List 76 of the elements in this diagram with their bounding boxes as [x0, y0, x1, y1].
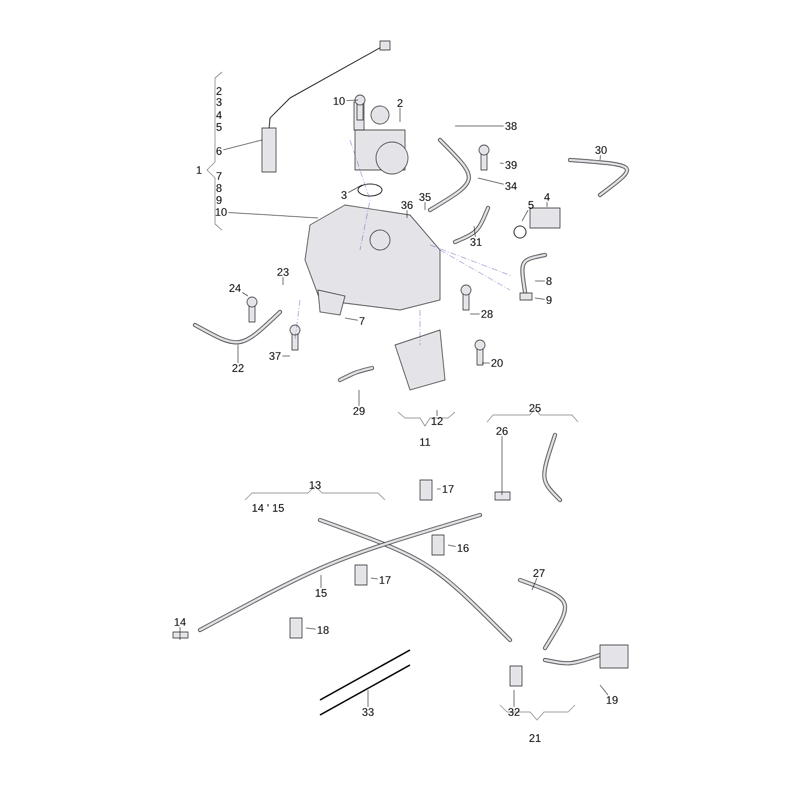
callout-number: 21 [529, 734, 541, 742]
callout-number: 23 [277, 268, 289, 276]
leader-line [242, 292, 248, 296]
leader-line [600, 154, 601, 160]
callout-number: 17 [442, 485, 454, 493]
leader-line [436, 410, 438, 416]
callout-number: 39 [505, 161, 517, 169]
leader-line [534, 298, 545, 300]
callout-number: 8 [546, 277, 552, 285]
leader-line [500, 162, 504, 164]
leader-line [344, 318, 358, 320]
callout-number: 26 [496, 427, 508, 435]
callout-number: 3 [216, 98, 222, 106]
leader-line [534, 280, 545, 282]
leader-line [532, 578, 538, 590]
callout-number: 20 [491, 359, 503, 367]
leader-line [346, 100, 358, 101]
leader-line [320, 574, 322, 588]
callout-number: 15 [316, 589, 327, 597]
leader-line [223, 140, 262, 150]
callout-number: 7 [216, 172, 222, 180]
leader-line [282, 276, 284, 286]
callout-number: 14 ' 15 [252, 504, 284, 512]
callout-number: 31 [470, 238, 482, 246]
callout-number: 24 [229, 284, 241, 292]
callout-number: 18 [318, 626, 329, 634]
leader-line [478, 178, 504, 184]
callout-number: 11 [420, 438, 430, 446]
callout-number: 16 [458, 544, 469, 552]
callout-number: 25 [529, 404, 541, 412]
callout-number: 35 [419, 193, 431, 201]
callout-number: 5 [528, 201, 534, 209]
callout-number: 4 [544, 193, 550, 201]
leader-line [370, 578, 378, 580]
callout-number: 38 [505, 122, 517, 130]
leader-line [522, 210, 528, 222]
callout-number: 19 [606, 696, 618, 704]
leader-line [600, 684, 608, 696]
callout-number: 8 [216, 184, 222, 192]
callout-number: 14 [174, 618, 186, 626]
callout-number: 33 [362, 708, 374, 716]
leader-line [406, 210, 408, 218]
callout-number: 12 [432, 417, 443, 425]
callout-number: 7 [360, 317, 365, 325]
callout-number: 9 [546, 296, 552, 304]
callout-number: 5 [216, 123, 222, 131]
callout-number: 29 [353, 407, 365, 415]
callout-number: 30 [595, 146, 607, 154]
leader-line [424, 202, 426, 210]
callout-number: 28 [481, 310, 493, 318]
callout-number: 1 [196, 166, 202, 174]
leader-line [306, 628, 316, 630]
callout-number: 22 [232, 364, 244, 372]
leader-line [348, 184, 362, 193]
callout-number: 36 [401, 201, 413, 209]
callout-number: 6 [216, 147, 222, 155]
callout-number: 17 [380, 576, 391, 584]
callout-number: 3 [341, 191, 347, 199]
callout-number: 9 [216, 196, 222, 204]
callout-number: 27 [533, 569, 545, 577]
leader-line [358, 390, 360, 406]
callout-number: 37 [269, 352, 281, 360]
leader-line [546, 202, 548, 208]
leader-line [436, 488, 441, 490]
leader-line [228, 212, 318, 218]
callout-number: 13 [310, 481, 321, 489]
callout-number: 32 [508, 708, 520, 716]
callout-number: 2 [398, 99, 403, 107]
callout-number: 4 [216, 111, 222, 119]
callout-number: 34 [505, 182, 517, 190]
leader-line [482, 362, 490, 364]
leader-line [474, 226, 476, 238]
callout-number: 2 [216, 87, 222, 95]
callout-number: 10 [216, 208, 227, 216]
callout-number: 10 [334, 97, 345, 105]
leader-line [448, 544, 456, 547]
